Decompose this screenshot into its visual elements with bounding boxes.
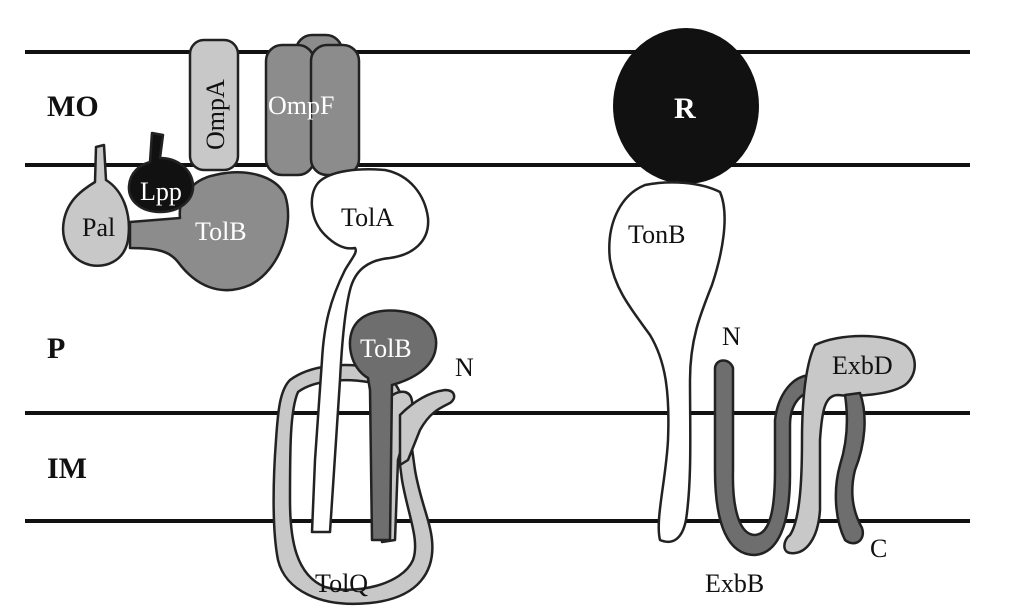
pal-label: Pal [82, 213, 115, 242]
tolb-inner-protein: TolB [348, 309, 438, 542]
tolq-protein: TolQ [272, 363, 434, 606]
ompa-label: OmpA [201, 79, 230, 150]
tonb-label: TonB [628, 220, 685, 249]
exbd-c-terminus-label: C [870, 534, 887, 563]
periplasm-label: P [47, 332, 65, 365]
ompa-protein: OmpA [188, 38, 240, 172]
tonb-protein: TonB [608, 181, 726, 544]
lpp-protein: Lpp [127, 131, 195, 214]
tola-label: TolA [341, 203, 394, 232]
receptor-protein: R [613, 28, 759, 184]
ompf-protein: OmpF [264, 33, 361, 177]
outer-membrane-label: MO [47, 90, 99, 123]
ompf-label: OmpF [268, 91, 334, 120]
exbd-protein: ExbD C [783, 334, 916, 563]
inner-membrane-label: IM [47, 452, 87, 485]
tolq-label: TolQ [315, 569, 368, 598]
tolb-inner-label: TolB [360, 334, 412, 363]
tola-n-terminus-label: N [455, 353, 474, 382]
exbb-label: ExbB [705, 569, 764, 598]
pal-protein: Pal [61, 143, 131, 267]
exbb-protein: ExbB N [705, 322, 814, 598]
tola-protein: TolA N [310, 168, 474, 534]
lpp-label: Lpp [140, 177, 182, 206]
tolb-outer-protein: TolB [128, 171, 290, 292]
receptor-label: R [674, 92, 696, 125]
exbd-label: ExbD [832, 351, 893, 380]
tonb-n-terminus-label: N [722, 322, 741, 351]
tolb-outer-label: TolB [195, 217, 247, 246]
